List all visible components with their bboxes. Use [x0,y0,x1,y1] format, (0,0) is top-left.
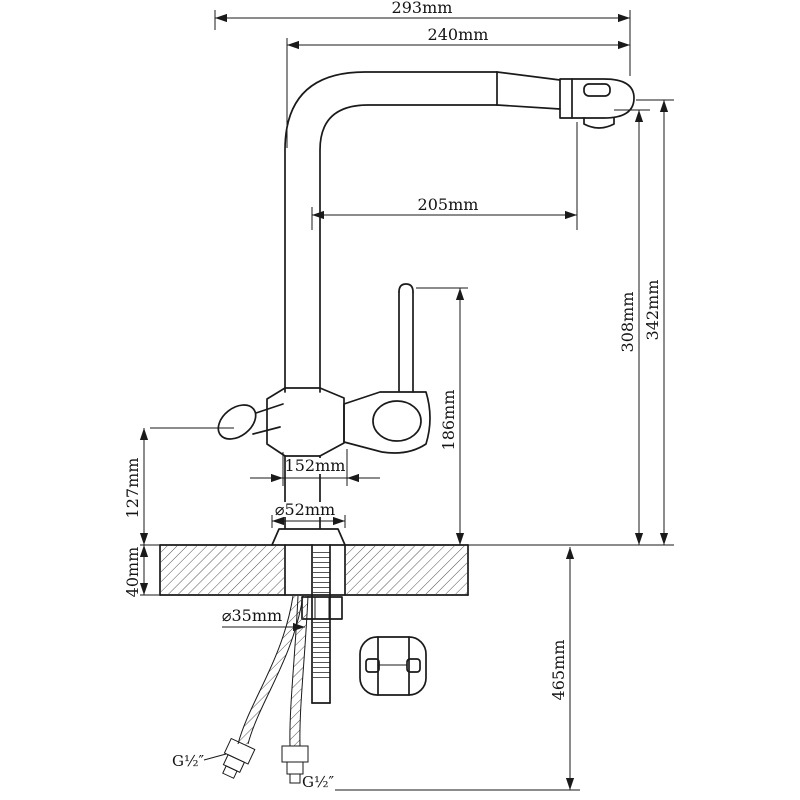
left-handle [217,403,284,440]
spout-taper-bottom [496,104,561,110]
dim-label-205: 205mm [418,195,479,214]
label-bg-52 [276,502,334,517]
spray-head [559,78,635,129]
dim-label-308: 308mm [618,292,637,353]
dimension-labels: 293mm 240mm 205mm 342mm 308mm 186mm 127m… [123,0,662,791]
mounting-shank [301,544,343,704]
dim-label-240: 240mm [428,25,489,44]
left-handle-knob [217,404,257,440]
dim-label-186: 186mm [439,390,458,451]
right-handle-base [343,391,431,454]
dim-label-342: 342mm [643,280,662,341]
right-handle-cap [398,283,414,293]
countertop [159,544,469,596]
dimension-lines [139,13,669,790]
supply-hoses [237,595,309,747]
faucet-outline [217,71,635,546]
dim-label-52: ⌀52mm [275,500,335,519]
countertop-hatch-right [346,546,467,594]
thread-label-right: G½″ [302,773,335,791]
hose-right [289,595,308,747]
spout-taper-top [496,71,561,81]
spray-outlet [583,117,615,129]
base-flange [271,528,346,546]
inline-cartridge [359,636,427,696]
dim-label-293: 293mm [392,0,453,17]
dim-label-35: ⌀35mm [222,606,282,625]
spray-button [583,83,611,97]
thread-label-left: G½″ [172,752,205,770]
hose-left [238,595,303,746]
countertop-hatch-left [161,546,284,594]
fitting-right [281,745,309,784]
dim-label-465: 465mm [549,640,568,701]
dim-label-40: 40mm [123,547,142,598]
fitting-left [222,737,256,779]
right-handle-joint [372,400,422,442]
spout-inner-curve [319,104,498,393]
label-bg-152 [288,458,344,474]
dim-label-152: 152mm [285,456,346,475]
spout-outer-curve [284,71,498,393]
right-handle [343,283,431,454]
dim-label-127: 127mm [123,458,142,519]
